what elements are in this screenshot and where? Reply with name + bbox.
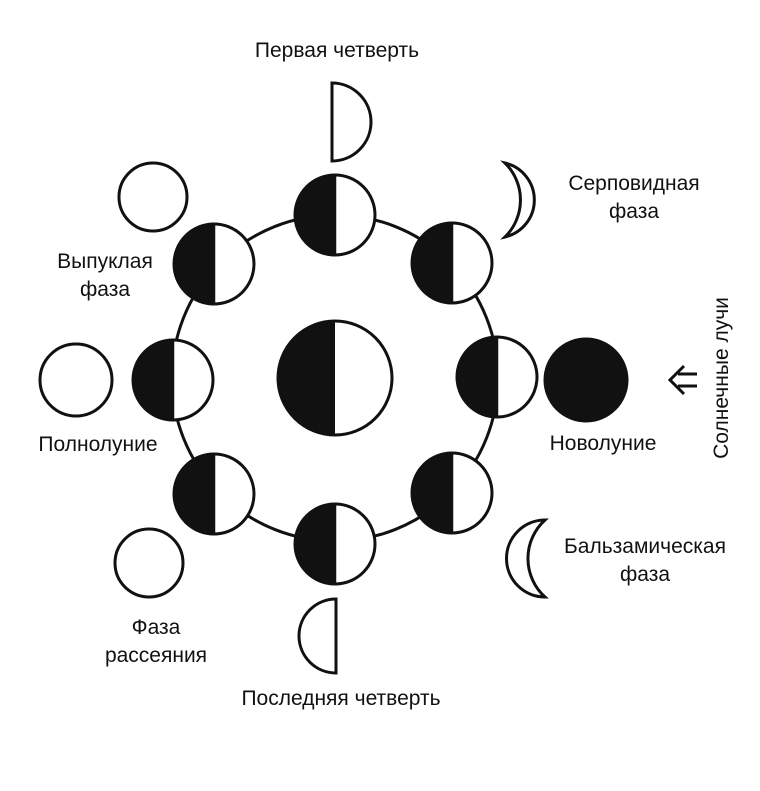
first-quarter-label: Первая четверть [255, 39, 419, 62]
sun-rays-label: Солнечные лучи [710, 297, 733, 459]
central-body [276, 319, 394, 437]
last-quarter-label: Последняя четверть [241, 687, 440, 710]
last-quarter-icon [297, 597, 338, 675]
crescent-icon [500, 160, 536, 240]
sun-rays-arrow-icon [667, 364, 697, 396]
new-moon-icon [543, 337, 629, 423]
full-moon-icon [38, 342, 114, 418]
disseminating-label-line2: рассеяния [105, 644, 207, 667]
orbit-moon-bottom-right [410, 451, 494, 535]
gibbous-label-line1: Выпуклая [57, 250, 153, 273]
orbit-moon-bottom-left [172, 452, 256, 536]
disseminating-moon-icon [113, 527, 185, 599]
orbit-moon-bottom [293, 502, 377, 586]
gibbous-moon-icon [117, 161, 189, 233]
orbit-moon-left [131, 338, 215, 422]
balsamic-label-line1: Бальзамическая [564, 535, 726, 558]
orbit-moon-top-right [410, 221, 494, 305]
orbit-moon-top-left [172, 222, 256, 306]
full-moon-label: Полнолуние [38, 433, 157, 456]
balsamic-label-line2: фаза [620, 563, 670, 586]
orbit-moon-right [455, 335, 539, 419]
new-moon-label: Новолуние [550, 432, 657, 455]
disseminating-label-line1: Фаза [132, 616, 181, 639]
crescent-label-line2: фаза [609, 200, 659, 223]
first-quarter-icon [330, 81, 373, 163]
crescent-label-line1: Серповидная [568, 172, 699, 195]
gibbous-label-line2: фаза [80, 278, 130, 301]
balsamic-crescent-icon [505, 518, 549, 599]
orbit-moon-top [293, 173, 377, 257]
